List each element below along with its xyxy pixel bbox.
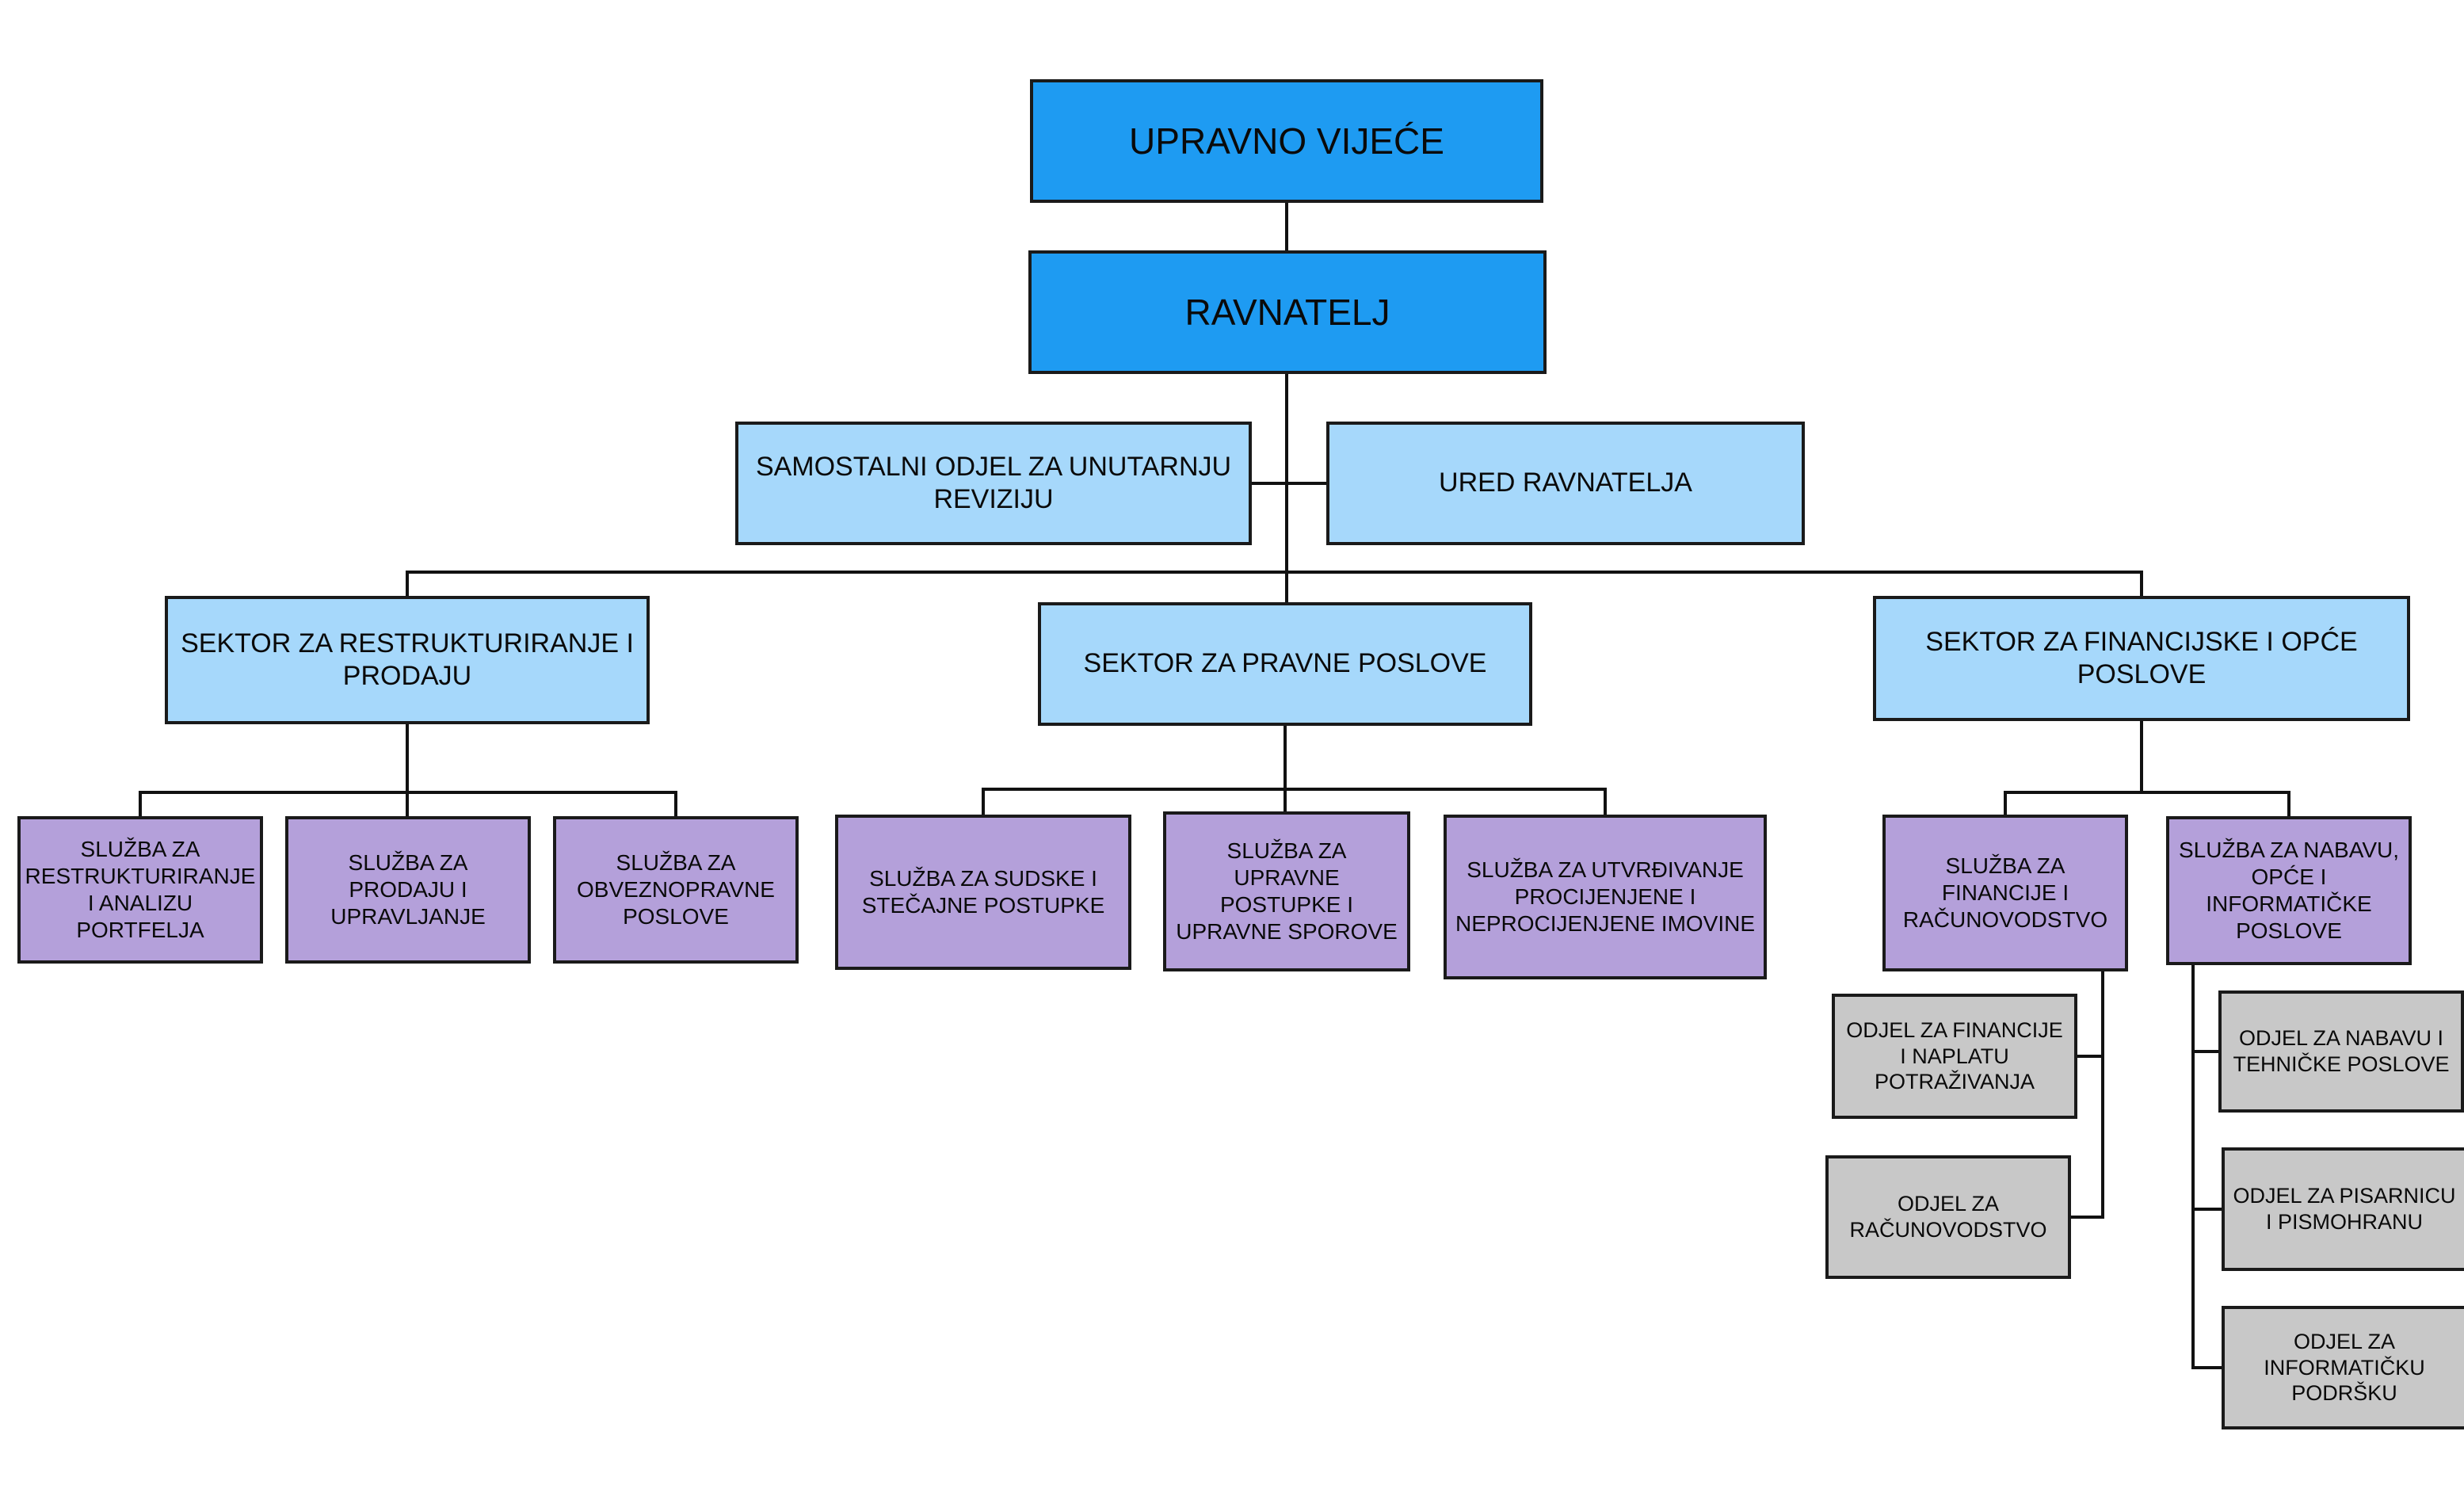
node-sluzba-nabavu: SLUžBA ZA NABAVU, OPĆE I INFORMATIČKE PO… [2166,816,2412,965]
node-odjel-financije: ODJEL ZA FINANCIJE I NAPLATU POTRAŽIVANJ… [1832,994,2077,1119]
node-sluzba-prodaju: SLUžBA ZA PRODAJU I UPRAVLJANJE [285,816,531,964]
node-sektor-restrukturiranje: SEKTOR ZA RESTRUKTURIRANJE I PRODAJU [165,596,650,724]
node-odjel-informaticku: ODJEL ZA INFORMATIČKU PODRŠKU [2222,1306,2464,1429]
node-ravnatelj: RAVNATELJ [1028,250,1547,374]
node-odjel-racunovodstvo: ODJEL ZA RAČUNOVODSTVO [1825,1155,2071,1279]
node-sluzba-restrukturiranje: SLUžBA ZA RESTRUKTURIRANJE I ANALIZU POR… [17,816,263,964]
node-odjel-nabavu: ODJEL ZA NABAVU I TEHNIČKE POSLOVE [2218,990,2464,1113]
node-odjel-pisarnicu: ODJEL ZA PISARNICU I PISMOHRANU [2222,1147,2464,1271]
node-ured-ravnatelja: URED RAVNATELJA [1326,422,1805,545]
node-upravno-vijece: UPRAVNO VIJEĆE [1030,79,1543,203]
node-sluzba-sudske: SLUžBA ZA SUDSKE I STEČAJNE POSTUPKE [835,815,1131,970]
node-sluzba-obveznopravne: SLUžBA ZA OBVEZNOPRAVNE POSLOVE [553,816,799,964]
node-sluzba-financije: SLUžBA ZA FINANCIJE I RAČUNOVODSTVO [1882,815,2128,971]
node-samostalni-odjel-revizija: SAMOSTALNI ODJEL ZA UNUTARNJU REVIZIJU [735,422,1252,545]
node-sektor-pravni: SEKTOR ZA PRAVNE POSLOVE [1038,602,1532,726]
node-sektor-financijski: SEKTOR ZA FINANCIJSKE I OPĆE POSLOVE [1873,596,2410,721]
node-sluzba-utvrdivanje: SLUžBA ZA UTVRĐIVANJE PROCIJENJENE I NEP… [1444,815,1767,979]
node-sluzba-upravne: SLUžBA ZA UPRAVNE POSTUPKE I UPRAVNE SPO… [1163,811,1410,971]
